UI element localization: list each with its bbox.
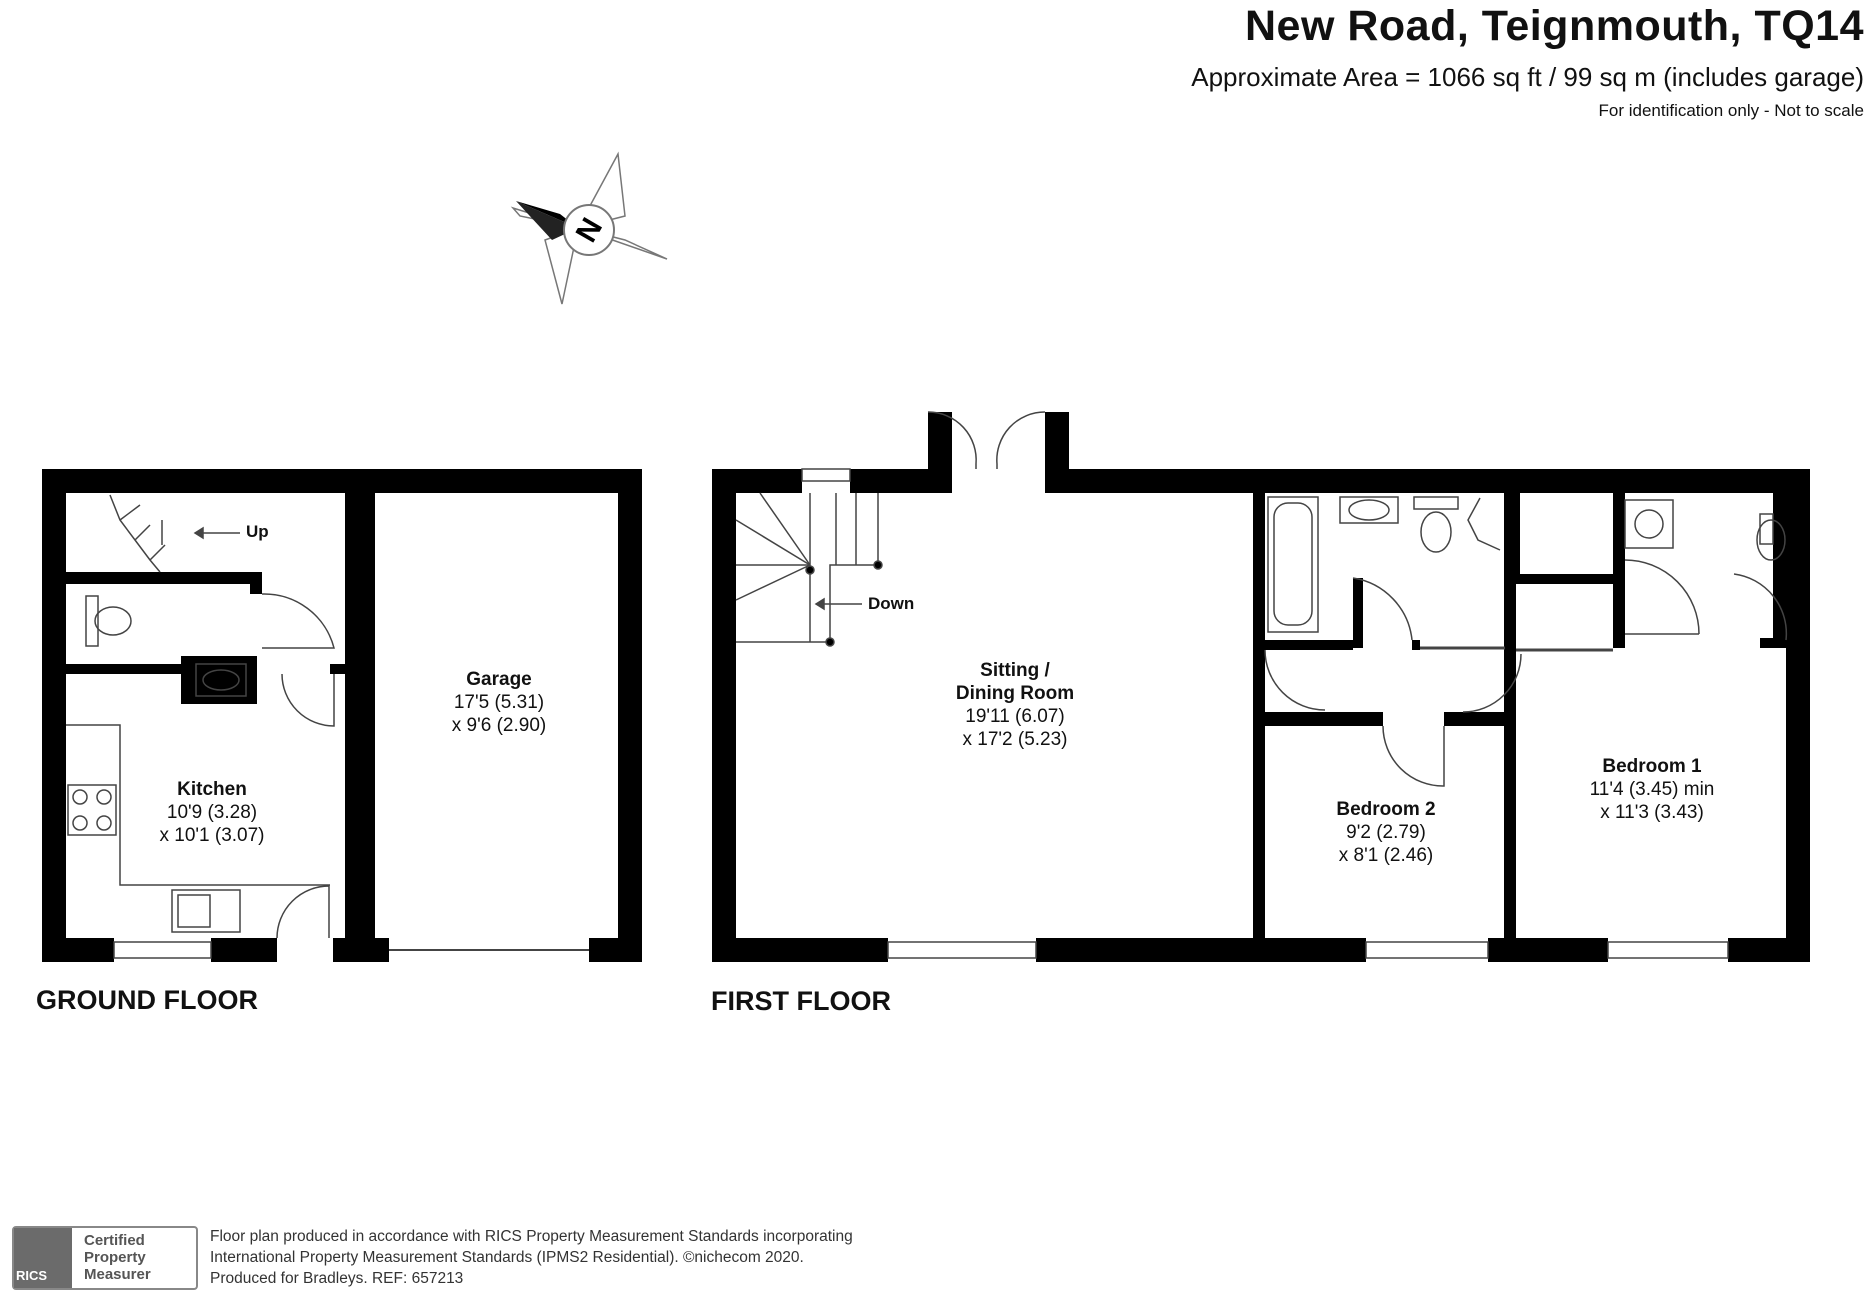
room-dimension: 9'2 (2.79) (1346, 822, 1426, 843)
rics-badge-text: Certified Property Measurer (84, 1232, 151, 1283)
room-dimension: 11'4 (3.45) min (1589, 779, 1715, 800)
badge-line: Property (84, 1249, 146, 1266)
compass-north-icon: N (510, 151, 668, 305)
room-name: Garage (466, 669, 532, 690)
room-name: Bedroom 2 (1336, 799, 1436, 820)
first-floor-label: FIRST FLOOR (711, 986, 891, 1016)
room-name: Bedroom 1 (1602, 756, 1702, 777)
ground-stairs-label: Up (246, 522, 269, 541)
plan-title: New Road, Teignmouth, TQ14 (1244, 2, 1864, 50)
ground-floor-fixtures (66, 494, 589, 959)
footer-line: International Property Measurement Stand… (210, 1249, 804, 1266)
first-stairs-label: Down (868, 594, 915, 613)
approximate-area: Approximate Area = 1066 sq ft / 99 sq m … (1191, 62, 1864, 92)
room-dimension: x 17'2 (5.23) (962, 729, 1068, 750)
scale-note: For identification only - Not to scale (1598, 101, 1864, 120)
room-dimension: 19'11 (6.07) (965, 706, 1065, 727)
room-garage: Garage 17'5 (5.31) x 9'6 (2.90) (452, 668, 546, 737)
room-dimension: x 10'1 (3.07) (159, 825, 265, 846)
ground-floor-label: GROUND FLOOR (36, 985, 258, 1015)
room-bedroom-1: Bedroom 1 11'4 (3.45) min x 11'3 (3.43) (1590, 755, 1715, 824)
room-dimension: x 8'1 (2.46) (1338, 845, 1434, 866)
first-floor-walls (712, 412, 1810, 962)
room-name: Kitchen (177, 779, 247, 800)
room-dimension: 17'5 (5.31) (453, 692, 545, 713)
rics-mark: RICS (16, 1268, 48, 1283)
room-name: Sitting / (980, 660, 1050, 681)
footer-line: Floor plan produced in accordance with R… (210, 1228, 853, 1245)
room-bedroom-2: Bedroom 2 9'2 (2.79) x 8'1 (2.46) (1336, 798, 1435, 867)
room-sitting-dining: Sitting / Dining Room 19'11 (6.07) x 17'… (956, 659, 1074, 751)
room-name-line2: Dining Room (955, 683, 1075, 704)
badge-line: Measurer (84, 1266, 151, 1283)
rics-logo-icon (14, 1228, 72, 1288)
footer-line: Produced for Bradleys. REF: 657213 (210, 1270, 464, 1287)
first-floor-fixtures (735, 411, 1788, 959)
room-dimension: x 11'3 (3.43) (1600, 802, 1704, 823)
room-kitchen: Kitchen 10'9 (3.28) x 10'1 (3.07) (159, 778, 264, 847)
badge-line: Certified (84, 1232, 145, 1249)
ground-floor-walls (42, 469, 642, 962)
room-dimension: x 9'6 (2.90) (451, 715, 547, 736)
room-dimension: 10'9 (3.28) (166, 802, 258, 823)
footer-disclaimer: Floor plan produced in accordance with R… (210, 1226, 853, 1289)
